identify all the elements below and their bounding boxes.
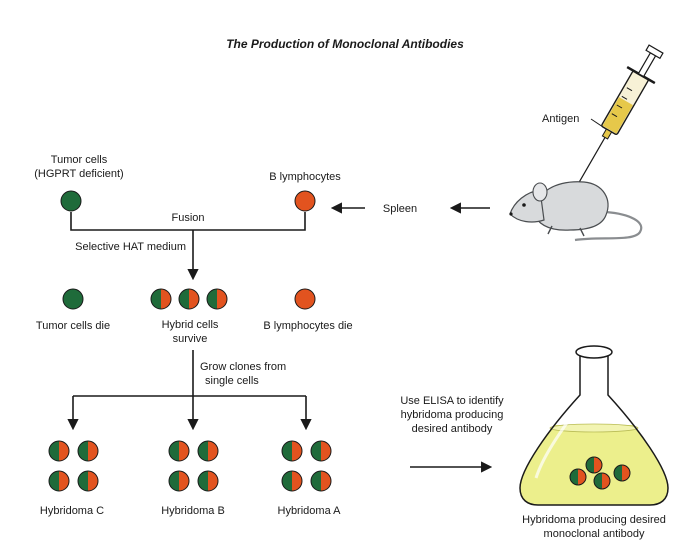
hybrid-cell — [585, 456, 603, 474]
tumor-cells-die-label: Tumor cells die — [36, 320, 110, 332]
hybridoma-c-label: Hybridoma C — [40, 505, 104, 517]
single-cells-label: single cells — [205, 375, 259, 387]
selective-hat-label: Selective HAT medium — [75, 241, 186, 253]
syringe — [578, 44, 664, 183]
hybrid-survive-label: survive — [173, 333, 208, 345]
flask-rim — [575, 345, 613, 359]
b-lymphocyte-cell — [294, 190, 316, 212]
hybrid-cell — [178, 288, 200, 310]
hybrid-cell — [613, 464, 631, 482]
antigen-leader — [590, 118, 607, 130]
hybridoma-a-label: Hybridoma A — [278, 505, 342, 517]
hybrid-cell — [48, 440, 70, 462]
hybrid-cell — [569, 468, 587, 486]
hybrid-cell — [197, 470, 219, 492]
grow-clones-label: Grow clones from — [200, 361, 286, 373]
antigen-label: Antigen — [542, 113, 579, 125]
medium-surface — [549, 423, 639, 433]
hybridoma-b-label: Hybridoma B — [161, 505, 225, 517]
tumor-cell-dead — [62, 288, 84, 310]
b-lymphocytes-label: B lymphocytes — [269, 171, 341, 183]
hybrid-cell — [48, 470, 70, 492]
fusion-label: Fusion — [171, 212, 204, 224]
hybrid-cell — [77, 440, 99, 462]
hybrid-cell — [168, 470, 190, 492]
tumor-cells-sublabel: (HGPRT deficient) — [34, 168, 123, 180]
hybridoma-c-cluster — [48, 440, 99, 492]
flask-label-2: monoclonal antibody — [544, 528, 645, 540]
hybrid-cell — [150, 288, 172, 310]
mouse — [509, 181, 643, 242]
hybrid-cells-label: Hybrid cells — [162, 319, 219, 331]
hybrid-cell — [281, 440, 303, 462]
hybridoma-b-cluster — [168, 440, 219, 492]
b-lymphocytes-die-label: B lymphocytes die — [263, 320, 352, 332]
fusion-bracket — [70, 212, 306, 231]
hybrid-cell — [168, 440, 190, 462]
tumor-cells-label: Tumor cells — [51, 154, 108, 166]
flask-outline — [519, 354, 669, 506]
b-lymphocyte-dead — [294, 288, 316, 310]
hybrid-cell — [593, 472, 611, 490]
hybrid-cell — [281, 470, 303, 492]
flask — [519, 345, 669, 506]
elisa-line-1: Use ELISA to identify — [400, 395, 504, 407]
hybrid-cell — [310, 440, 332, 462]
elisa-line-2: hybridoma producing — [401, 409, 504, 421]
flask-label-1: Hybridoma producing desired — [522, 514, 666, 526]
hybrid-cell — [197, 440, 219, 462]
diagram-title: The Production of Monoclonal Antibodies — [226, 37, 464, 51]
hybrid-cell — [310, 470, 332, 492]
hybrid-cells-group — [150, 288, 228, 310]
elisa-line-3: desired antibody — [412, 423, 493, 435]
hybridoma-a-cluster — [281, 440, 332, 492]
hybrid-cell — [206, 288, 228, 310]
hybrid-cell — [77, 470, 99, 492]
tumor-cell — [60, 190, 82, 212]
spleen-label: Spleen — [383, 203, 417, 215]
